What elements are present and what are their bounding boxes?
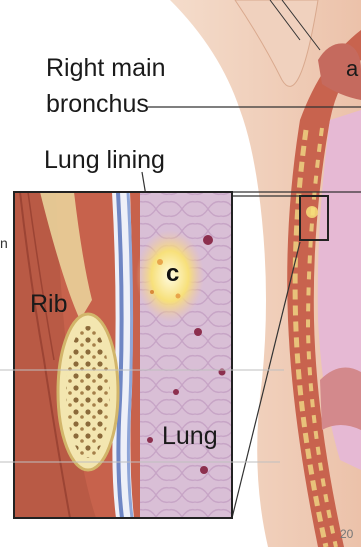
label-year-fragment: 20 [340,528,353,540]
label-c-marker: c [166,262,179,286]
label-a-marker: a [346,58,358,80]
inset-magnified-view [14,192,232,518]
label-lung-lining: Lung lining [44,148,165,173]
label-rib: Rib [30,292,68,317]
label-lung: Lung [162,424,218,449]
label-edge-fragment: n [0,236,8,250]
label-right-main: Right main [46,56,166,81]
label-bronchus: bronchus [46,92,149,117]
